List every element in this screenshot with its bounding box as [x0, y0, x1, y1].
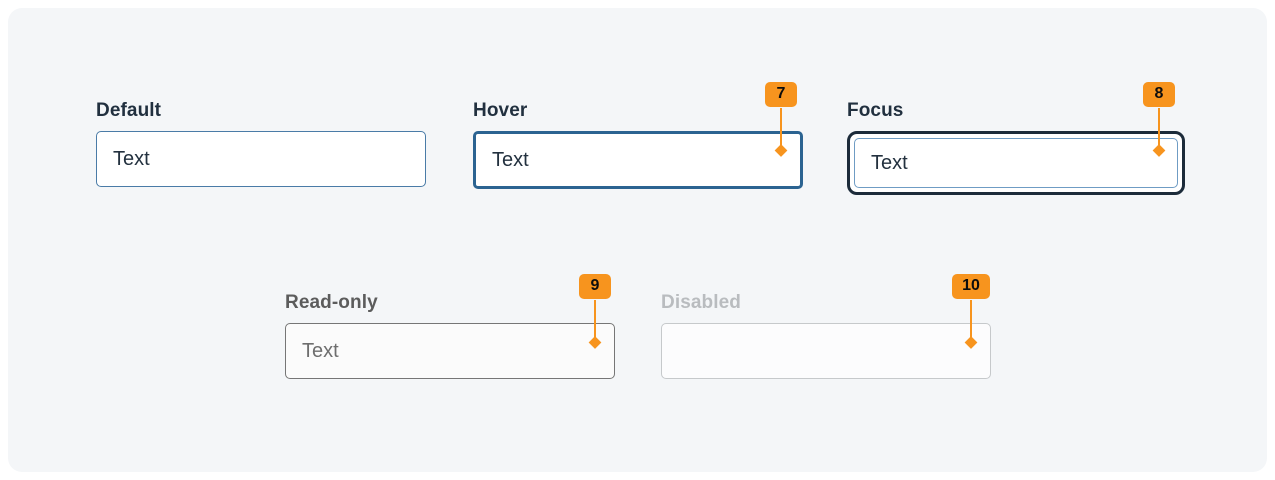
annotation-stem-8 — [1158, 108, 1160, 150]
text-input-disabled — [661, 323, 991, 379]
annotation-badge-8[interactable]: 8 — [1143, 82, 1175, 107]
field-group-disabled: Disabled — [661, 292, 991, 379]
field-label-default: Default — [96, 100, 162, 121]
text-input-default[interactable]: Text — [96, 131, 426, 187]
annotation-stem-9 — [594, 300, 596, 342]
field-group-default: Default Text — [96, 100, 426, 187]
field-value-default: Text — [113, 148, 150, 170]
field-group-readonly: Read-only Text — [285, 292, 615, 379]
text-input-hover[interactable]: Text — [473, 131, 803, 189]
field-group-hover: Hover Text — [473, 100, 803, 189]
field-label-hover: Hover — [473, 100, 528, 121]
annotation-stem-10 — [970, 300, 972, 342]
annotation-badge-9[interactable]: 9 — [579, 274, 611, 299]
field-value-focus: Text — [871, 152, 908, 174]
annotation-badge-7[interactable]: 7 — [765, 82, 797, 107]
component-showcase-canvas: Default Text Hover Text Focus Text Read-… — [8, 8, 1267, 472]
field-value-readonly: Text — [302, 340, 339, 362]
field-group-focus: Focus Text — [847, 100, 1185, 195]
field-value-hover: Text — [492, 149, 529, 171]
annotation-stem-7 — [780, 108, 782, 150]
field-label-readonly: Read-only — [285, 292, 378, 313]
field-label-focus: Focus — [847, 100, 904, 121]
focus-ring: Text — [847, 131, 1185, 195]
text-input-readonly[interactable]: Text — [285, 323, 615, 379]
field-label-disabled: Disabled — [661, 292, 741, 313]
annotation-badge-10[interactable]: 10 — [952, 274, 990, 299]
text-input-focus[interactable]: Text — [854, 138, 1178, 188]
